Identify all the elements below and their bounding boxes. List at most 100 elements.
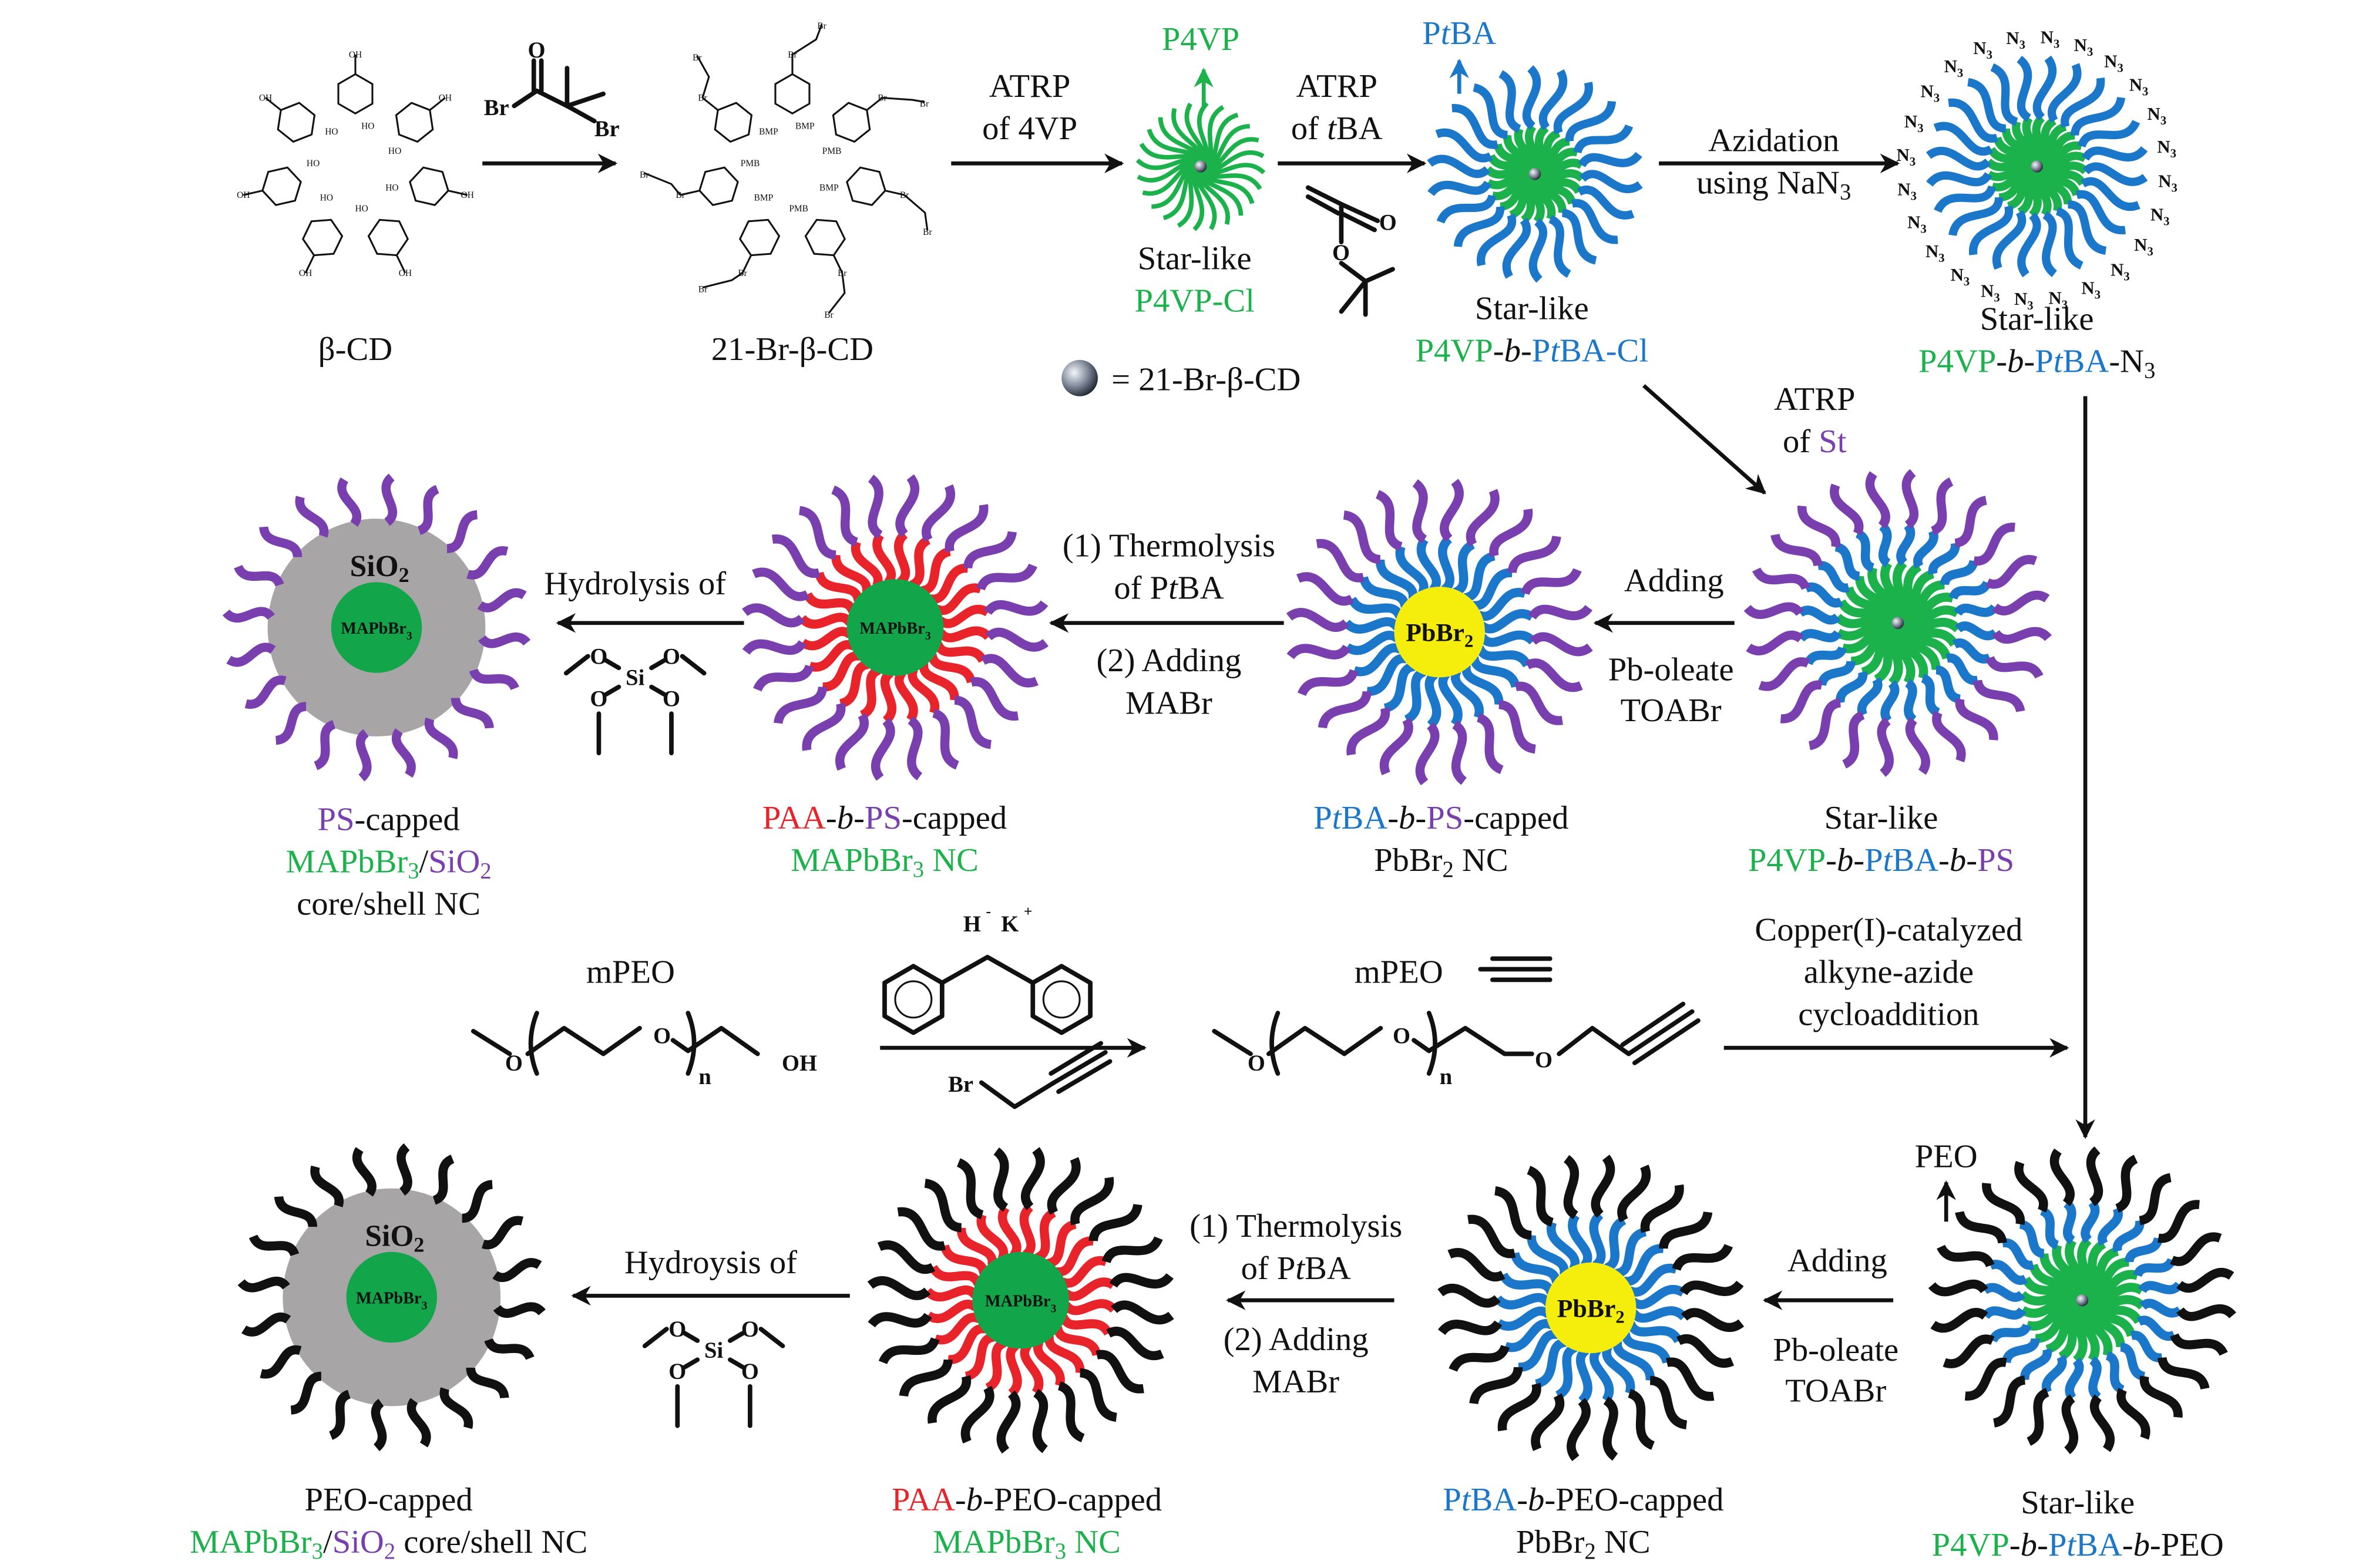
- label-line: ATRP: [1296, 68, 1377, 105]
- star-arm-paa: [1044, 1334, 1085, 1374]
- bond: [728, 1331, 745, 1343]
- star-arm-ptba: [1804, 645, 1847, 666]
- label-segment: ATRP: [989, 68, 1070, 105]
- label-segment: BA-Cl: [1560, 332, 1648, 369]
- label-segment: 3: [1055, 1539, 1066, 1564]
- br-atom: Br: [693, 53, 701, 63]
- star-arm-ptba: [1948, 98, 1998, 143]
- glucose-ring: [832, 102, 871, 143]
- n3-symbol: N: [2041, 26, 2054, 47]
- label-segment: PAA: [892, 1482, 955, 1518]
- label-line: (1) Thermolysis: [1189, 1208, 1402, 1244]
- star-arm-ps: [313, 720, 336, 770]
- core-subscript: 2: [399, 563, 409, 587]
- star-arm-ps: [742, 603, 805, 628]
- star-arm-ptba: [1981, 1283, 2025, 1302]
- star-arm-ptba: [1579, 170, 1643, 193]
- star-arm-peo: [1047, 1157, 1081, 1215]
- star-arm-ptba: [1453, 206, 1505, 248]
- star-arm-ps: [963, 531, 1017, 569]
- star-arm-p4vp: [1158, 117, 1202, 164]
- star-arm-peo: [396, 1143, 412, 1196]
- star-arm-p4vp: [2086, 1283, 2145, 1307]
- label-segment: Star-like: [1138, 240, 1252, 277]
- label-segment: -: [1826, 842, 1837, 879]
- star-arm-ps: [1530, 632, 1593, 657]
- label-adding-peo: Adding: [1787, 1243, 1887, 1279]
- star-arm-ps: [1992, 627, 2052, 644]
- label-line: core/shell NC: [297, 886, 480, 923]
- star-arm-paa: [1034, 1208, 1057, 1263]
- n3-symbol: N: [2104, 51, 2117, 71]
- star-arm-ptba: [1518, 1330, 1559, 1372]
- label-line: PEO: [1915, 1139, 1978, 1175]
- label-line: (2) Adding: [1097, 642, 1242, 679]
- star-arm-ps: [1476, 713, 1504, 775]
- star-arm-ptba: [1565, 100, 1617, 142]
- label-segment: -N: [2109, 343, 2144, 379]
- paa-peo-mapbbr3-nc: MAPbBr3: [867, 1147, 1174, 1454]
- star-arm-peo: [1567, 1398, 1591, 1461]
- star-arm-ptba: [1577, 186, 1635, 220]
- mpeo-oh-structure: O O n OH: [471, 1011, 817, 1089]
- repeat-n: n: [1440, 1065, 1452, 1089]
- star-arm-ptba: [1953, 603, 1999, 617]
- star-arm-peo: [1057, 1381, 1086, 1443]
- star-arm-p4vp: [1142, 163, 1199, 196]
- label-segment: of P: [1241, 1250, 1296, 1287]
- star-arm-ptba: [2067, 200, 2107, 255]
- star-arm-paa: [929, 563, 969, 604]
- star-arm-paa: [965, 1333, 996, 1381]
- label-mpeo: mPEO: [586, 954, 675, 991]
- legend-label: = 21-Br-β-CD: [1111, 361, 1301, 398]
- star-arm-ptba: [1477, 213, 1517, 267]
- star-arm-peo: [1437, 1284, 1501, 1308]
- core-formula: PbBr: [1406, 619, 1464, 647]
- star-arm-ps: [1525, 658, 1583, 692]
- n3-group: N3: [1897, 179, 1917, 203]
- label-segment: -: [1493, 332, 1504, 369]
- label-segment: -: [2024, 343, 2035, 379]
- label-segment: -PEO: [2150, 1527, 2224, 1563]
- star-arm-ps: [1489, 509, 1533, 557]
- star-arm-ptba: [1857, 677, 1883, 717]
- star-arm-peo: [432, 1155, 455, 1205]
- star-arm-peo: [956, 1158, 984, 1220]
- label-segment: of: [1291, 110, 1327, 147]
- label-line: 21-Br-β-CD: [711, 331, 873, 368]
- label-segment: Adding: [1787, 1243, 1887, 1279]
- star-arm-ptba: [1555, 1343, 1578, 1400]
- label-segment: P: [1532, 332, 1551, 369]
- label-segment: -capped: [1463, 800, 1568, 836]
- glucose-ring: [714, 102, 753, 143]
- star-arm-ps: [259, 526, 303, 558]
- label-segment: t: [1332, 800, 1342, 836]
- star-arm-ps: [1972, 679, 2025, 713]
- star-arm-ptba: [2112, 1220, 2145, 1253]
- n3-subscript: 3: [1934, 92, 1940, 105]
- label-segment: b: [1950, 842, 1966, 879]
- label-segment: SiO: [332, 1524, 384, 1560]
- star-arm-ptba: [1561, 208, 1597, 265]
- label-line: mPEO: [1355, 954, 1443, 991]
- n3-subscript: 3: [2019, 39, 2025, 52]
- o-atom: O: [663, 687, 680, 711]
- o-atom: O: [668, 1317, 686, 1342]
- star-arm-ptba: [1504, 1319, 1554, 1352]
- label-segment: P4VP: [1748, 842, 1826, 879]
- n3-group: N3: [2041, 26, 2060, 51]
- bmp-branch: [792, 23, 823, 56]
- star-arm-paa: [894, 669, 918, 723]
- br-atom: Br: [698, 93, 707, 103]
- star-arm-peo: [248, 1234, 300, 1257]
- star-arm-ptba: [2071, 96, 2126, 136]
- o-atom: O: [1379, 210, 1397, 235]
- star-arm-p4vp: [2039, 152, 2088, 173]
- label-segment: -: [1996, 343, 2007, 379]
- pbbr2-core: [1545, 1262, 1636, 1354]
